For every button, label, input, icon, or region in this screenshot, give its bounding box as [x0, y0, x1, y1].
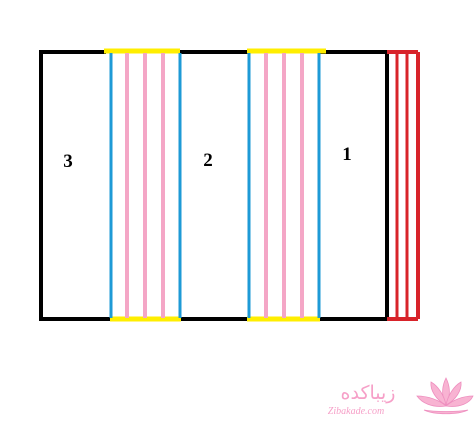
fold-strip-right	[247, 48, 326, 322]
panel-left-outline	[39, 50, 112, 321]
panel-label-left: 3	[63, 151, 73, 172]
lotus-flower-icon	[416, 377, 474, 415]
watermark-text-en: Zibakade.com	[328, 406, 384, 417]
fold-strip-left	[104, 48, 182, 322]
end-strip-red	[387, 50, 420, 321]
watermark-text-fa: زیباکده	[341, 382, 396, 404]
panel-middle-outline	[180, 50, 248, 321]
panel-label-right: 1	[342, 144, 352, 165]
watermark: زیباکده Zibakade.com	[328, 377, 474, 417]
panel-right-outline	[319, 50, 389, 321]
panel-label-middle: 2	[203, 150, 213, 171]
